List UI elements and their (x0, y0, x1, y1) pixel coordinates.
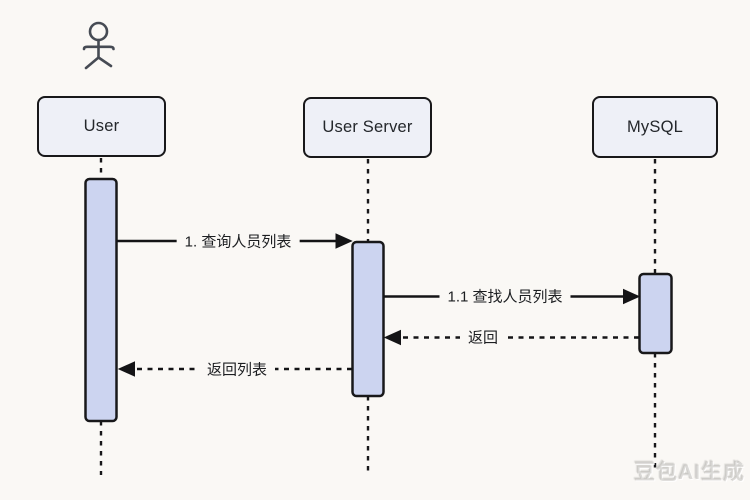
participant-box-user: User (37, 96, 166, 157)
message-label-return-list: 返回列表 (198, 357, 276, 381)
message-label-query-list: 1. 查询人员列表 (176, 229, 300, 253)
message-arrow-2 (383, 329, 639, 346)
activation-mysql (638, 272, 673, 355)
message-label-find-list: 1.1 查找人员列表 (439, 284, 571, 308)
message-label-return: 返回 (459, 325, 507, 349)
actor-icon (82, 21, 115, 70)
participant-box-user-server: User Server (303, 97, 432, 158)
activation-user (84, 177, 118, 423)
participant-box-mysql: MySQL (592, 96, 718, 158)
activation-user-server (351, 240, 385, 398)
activation-bars (84, 177, 673, 423)
ai-generated-watermark: 豆包AI生成 (634, 461, 745, 484)
